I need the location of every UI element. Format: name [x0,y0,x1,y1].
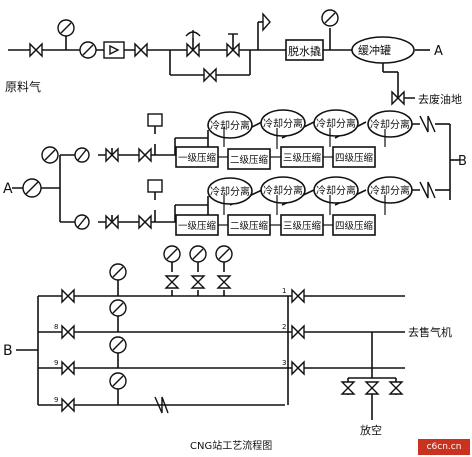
stage4-label: 四级压缩 [335,220,374,232]
pressure-switch-icon [147,113,163,127]
valve-icon [216,275,232,289]
valve-icon [61,324,75,340]
valve-icon [226,42,240,58]
to-dispenser-label: 去售气机 [408,325,452,339]
manifold-number: 9 [54,396,58,404]
cooler-separator [313,109,359,137]
valve-icon [61,288,75,304]
regulator-icon [185,30,201,38]
pressure-gauge-icon [79,41,97,59]
filter-icon [103,41,125,59]
cooler-separator [207,177,253,205]
stage2-label: 二级压缩 [230,154,269,166]
stage3-label: 三级压缩 [283,152,322,164]
relief-valve-icon [262,12,271,32]
node-a-top: A [434,44,443,59]
cooling-separation-label: 冷却分离 [316,117,356,130]
cooler-separator [367,176,413,204]
branch-number: 1 [282,287,286,295]
pressure-gauge-icon [109,263,127,281]
watermark-logo: c6cn.cn [418,439,470,455]
waste-oil-label: 去废油地 [418,92,462,106]
cooler-separator [207,111,253,139]
valve-icon [291,288,305,304]
compressor-stage-box [227,148,271,170]
node-a-left: A [3,181,13,197]
cooling-separation-label: 冷却分离 [210,185,250,198]
pressure-gauge-icon [74,147,90,163]
stage3-label: 三级压缩 [283,220,322,232]
check-valve-icon [419,115,436,133]
valve-icon [186,42,200,58]
valve-icon [391,90,405,106]
dehydrator-box [285,39,324,61]
pressure-gauge-icon [22,178,42,198]
buffer-tank-label: 缓冲罐 [358,43,391,57]
valve-icon [138,147,152,163]
buffer-tank [351,36,415,64]
valve-icon [29,42,43,58]
pressure-gauge-icon [109,336,127,354]
valve-icon [364,381,380,395]
cooling-separation-label: 冷却分离 [263,184,303,197]
pressure-gauge-icon [189,245,207,263]
valve-icon [388,381,404,395]
raw-gas-label: 原料气 [5,79,41,94]
branch-number: 3 [282,359,286,367]
valve-icon [340,381,356,395]
pressure-gauge-icon [41,146,59,164]
valve-icon [138,214,152,230]
pressure-gauge-icon [215,245,233,263]
vent-label: 放空 [360,423,382,437]
diagram-caption: CNG站工艺流程图 [190,439,272,452]
valve-icon [105,147,119,163]
pressure-gauge-icon [74,214,90,230]
cooling-separation-label: 冷却分离 [370,118,410,131]
valve-icon [134,42,148,58]
cooler-separator [260,109,306,137]
pressure-gauge-icon [109,372,127,390]
stage1-label: 一级压缩 [178,220,217,232]
valve-icon [164,275,180,289]
cooling-separation-label: 冷却分离 [210,119,250,132]
valve-icon [61,397,75,413]
pressure-gauge-icon [163,245,181,263]
valve-icon [190,275,206,289]
pressure-gauge-icon [321,9,339,27]
pressure-switch-icon [147,179,163,193]
valve-icon [291,360,305,376]
cooling-separation-label: 冷却分离 [316,184,356,197]
stage4-label: 四级压缩 [335,152,374,164]
valve-icon [291,324,305,340]
dehydrator-label: 脱水撬 [288,44,321,58]
stage1-label: 一级压缩 [178,152,217,164]
cooling-separation-label: 冷却分离 [263,117,303,130]
node-b-right: B [458,154,467,169]
cooling-separation-label: 冷却分离 [370,184,410,197]
pressure-gauge-icon [57,19,75,37]
cooler-separator [367,110,413,138]
valve-icon [203,67,217,83]
pressure-gauge-icon [109,299,127,317]
node-b-left: B [3,343,13,359]
manifold-number: 8 [54,323,58,331]
valve-icon [61,360,75,376]
check-valve-icon [154,396,169,414]
check-valve-icon [419,181,436,199]
cooler-separator [313,176,359,204]
cooler-separator [260,176,306,204]
manifold-number: 9 [54,359,58,367]
branch-number: 2 [282,323,286,331]
stage2-label: 二级压缩 [230,220,269,232]
valve-icon [105,214,119,230]
